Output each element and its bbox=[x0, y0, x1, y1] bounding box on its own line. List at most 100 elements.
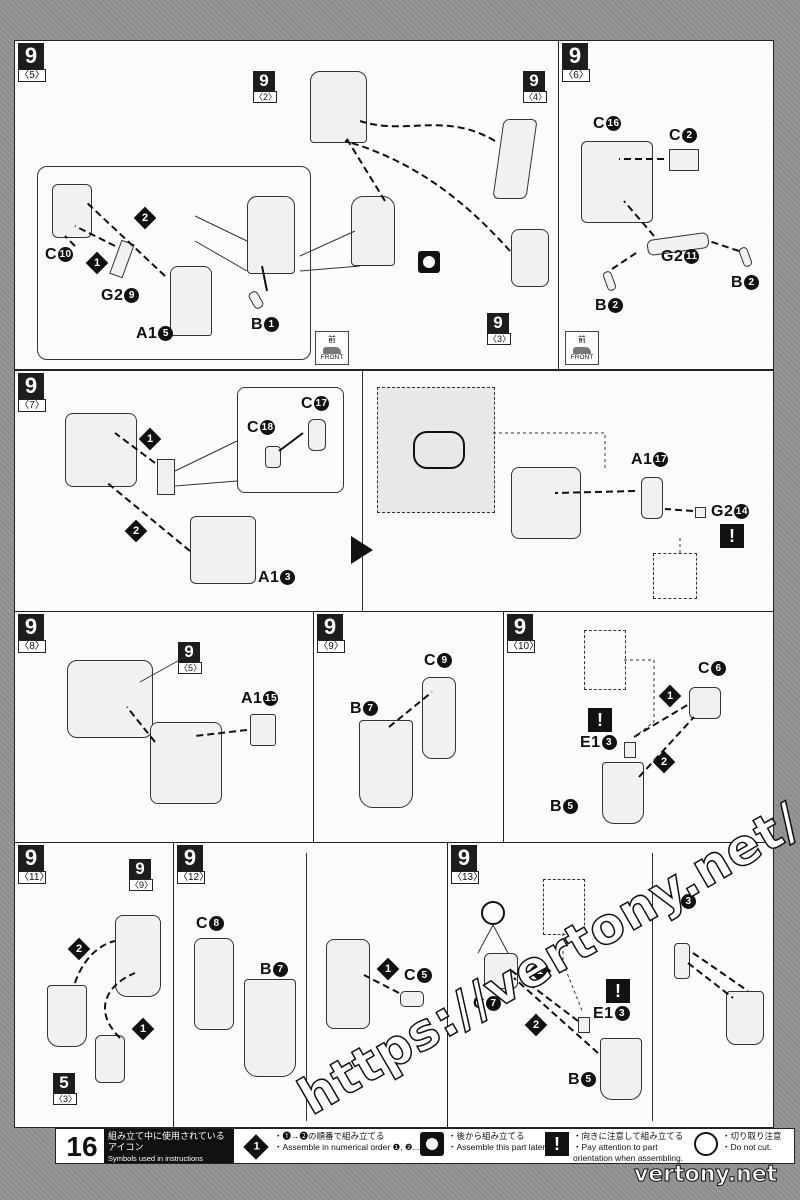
watermark-small: vertony.net bbox=[633, 1162, 778, 1188]
assembly-arrows bbox=[74, 940, 136, 1039]
assembly-arrows bbox=[477, 924, 749, 1054]
detail-callout-ring bbox=[413, 431, 465, 469]
attention-icon: ! bbox=[545, 1132, 569, 1156]
frame-part-c8 bbox=[194, 938, 234, 1030]
legend-later: ・後から組み立てる・Assemble this part later. bbox=[448, 1131, 548, 1152]
step-sub: 〈7〉 bbox=[18, 399, 46, 412]
ref-badge: 9〈2〉 bbox=[253, 71, 278, 103]
part-a117 bbox=[641, 477, 663, 519]
inset-frame bbox=[37, 166, 311, 360]
assembly-arrows bbox=[64, 120, 511, 292]
small-part bbox=[157, 459, 175, 495]
armor-part-c10 bbox=[52, 184, 92, 238]
hip-armor-part-2 bbox=[511, 229, 549, 287]
step-number: 9 bbox=[177, 845, 203, 871]
part-c5 bbox=[400, 991, 424, 1007]
backpack-part bbox=[511, 467, 581, 539]
armor-assembly bbox=[726, 991, 764, 1045]
attention-icon: ! bbox=[606, 979, 630, 1003]
assembly-arrows bbox=[624, 659, 695, 778]
do-not-cut-icon bbox=[481, 901, 505, 925]
legend-title: 組み立て中に使用されているアイコン Symbols used in instru… bbox=[104, 1129, 234, 1163]
part-c18 bbox=[265, 446, 281, 468]
ref-badge: 5〈3〉 bbox=[53, 1073, 78, 1105]
part-c2 bbox=[669, 149, 699, 171]
backpack-part-c16 bbox=[581, 141, 653, 223]
assembly-arrows bbox=[126, 656, 248, 743]
armor-part-assembled bbox=[247, 196, 295, 274]
attention-icon: ! bbox=[588, 708, 612, 732]
armor-part bbox=[47, 985, 87, 1047]
torso-assembly bbox=[67, 660, 153, 738]
step-panel-9-11: 9 〈11〉 9〈9〉 5〈3〉 2 1 bbox=[14, 842, 174, 1128]
step-sub: 〈6〉 bbox=[562, 69, 590, 82]
frame-part-b7 bbox=[359, 720, 413, 808]
page-number: 16 bbox=[58, 1131, 106, 1162]
step-number: 9 bbox=[562, 43, 588, 69]
ref-badge: 9〈4〉 bbox=[523, 71, 548, 103]
part-e13 bbox=[578, 1017, 590, 1033]
step-number: 9 bbox=[18, 373, 44, 399]
assembly-arrows bbox=[611, 158, 740, 270]
step-number: 9 bbox=[451, 845, 477, 871]
legend-cut: ・切り取り注意・Do not cut. bbox=[722, 1131, 782, 1152]
step-number: 9 bbox=[18, 614, 44, 640]
attention-icon: ! bbox=[720, 524, 744, 548]
part-g214 bbox=[695, 507, 706, 518]
part-c7 bbox=[484, 953, 518, 989]
frame-part-b7 bbox=[244, 979, 296, 1077]
armor-part-a15 bbox=[170, 266, 212, 336]
detail-small-frame bbox=[653, 553, 697, 599]
part-c6 bbox=[689, 687, 721, 719]
part-a115 bbox=[250, 714, 276, 746]
ref-badge: 9〈3〉 bbox=[487, 313, 512, 345]
assembly-arrows bbox=[388, 691, 433, 728]
step-number: 9 bbox=[317, 614, 343, 640]
do-not-cut-icon bbox=[694, 1132, 718, 1156]
detail-photo-frame bbox=[377, 387, 495, 513]
step-sub: 〈12〉 bbox=[177, 871, 210, 884]
assemble-later-icon bbox=[418, 251, 440, 273]
ref-badge: 9〈9〉 bbox=[129, 859, 154, 891]
step-sub: 〈5〉 bbox=[18, 69, 46, 82]
backpack-assembly bbox=[150, 722, 222, 804]
torso-core-part bbox=[310, 71, 367, 143]
inset-frame bbox=[237, 387, 344, 493]
detail-small-frame bbox=[543, 879, 585, 935]
assemble-later-icon bbox=[420, 1132, 444, 1156]
armor-part-b5 bbox=[602, 762, 644, 824]
armor-part-b5 bbox=[600, 1038, 642, 1100]
part-b3 bbox=[674, 943, 690, 979]
legend-order: ・❶→❷の順番で組み立てる・Assemble in numerical orde… bbox=[274, 1131, 420, 1152]
ref-badge: 9〈5〉 bbox=[178, 642, 203, 674]
step-sub: 〈8〉 bbox=[18, 640, 46, 653]
